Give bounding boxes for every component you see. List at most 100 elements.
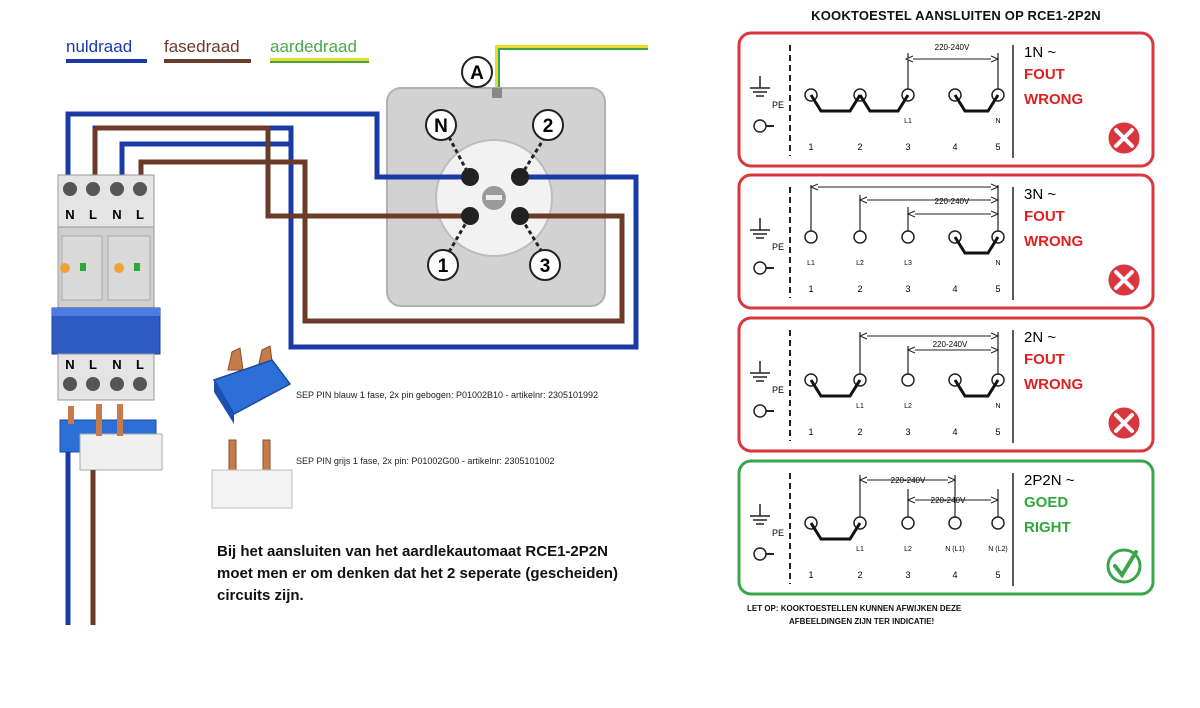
voltage-arrow-head-right (990, 332, 1000, 340)
socket-screw-slot (486, 195, 502, 200)
legend-neutral-label: nuldraad (66, 37, 133, 56)
badge-1 (427, 249, 459, 281)
terminal-number: 3 (905, 570, 910, 580)
status-label-en: RIGHT (1024, 519, 1071, 536)
voltage-arrow-head-left (858, 476, 868, 484)
badge-2-label: 2 (543, 116, 554, 137)
connection-card (737, 316, 1155, 453)
terminal-bridge (809, 94, 862, 113)
note-line: circuits zijn. (217, 587, 304, 604)
voltage-arrow-head-left (906, 496, 916, 504)
terminal-number: 2 (857, 142, 862, 152)
terminal-bridge (953, 236, 1000, 255)
terminal-circle (901, 230, 915, 244)
voltage-arrow-head-left (906, 210, 916, 218)
right-panel-title: KOOKTOESTEL AANSLUITEN OP RCE1-2P2N (811, 8, 1101, 23)
connection-card (737, 459, 1155, 596)
terminal-sublabel: N (L2) (988, 546, 1007, 553)
terminal-number: 5 (995, 427, 1000, 437)
voltage-arrow-head-left (858, 332, 868, 340)
terminal-number: 5 (995, 570, 1000, 580)
status-label-nl: FOUT (1024, 351, 1065, 368)
terminal-number: 1 (808, 570, 813, 580)
wire-neutral-1 (65, 111, 470, 180)
voltage-arrow-head-right (990, 55, 1000, 63)
legend-phase-label: fasedraad (164, 37, 240, 56)
breaker-top-label: L (136, 207, 144, 222)
leader-n (447, 136, 472, 178)
badge-a-label: A (470, 63, 484, 84)
breaker-bottom-label: N (112, 357, 121, 372)
breaker-blue-highlight (52, 308, 160, 316)
terminal-sublabel: L1 (856, 546, 864, 553)
legend-earth-line-green (270, 61, 369, 63)
wire-neutral-3 (119, 141, 291, 175)
terminal-number: 1 (808, 142, 813, 152)
breaker-screw (133, 377, 147, 391)
terminal-number: 2 (857, 284, 862, 294)
status-label-nl: GOED (1024, 494, 1068, 511)
legend-earth-line-yellow (270, 58, 369, 61)
terminal-sublabel: N (L1) (945, 546, 964, 553)
legend-neutral-line (66, 59, 147, 63)
terminal-circle (948, 516, 962, 530)
breaker-test-led (60, 263, 70, 273)
sep-pin-grey-image (211, 439, 293, 509)
status-label-en: WRONG (1024, 376, 1083, 393)
badge-2 (532, 109, 564, 141)
sep-pin-blue-image (212, 345, 292, 424)
terminal-bridge (809, 522, 862, 541)
check-icon-mark (1113, 550, 1138, 579)
cross-icon-mark (1114, 270, 1134, 290)
busbar-pin (68, 406, 74, 424)
terminal-bridge (858, 94, 910, 113)
pe-terminal (753, 547, 767, 561)
voltage-label: 220-240V (931, 496, 966, 505)
breaker-top-label: N (65, 207, 74, 222)
voltage-label: 220-240V (935, 197, 970, 206)
voltage-arrow-head-right (990, 496, 1000, 504)
terminal-number: 4 (952, 570, 957, 580)
breaker-status-led (80, 263, 86, 271)
supply-mode-label: 3N ~ (1024, 186, 1056, 203)
terminal-number: 4 (952, 142, 957, 152)
footnote-line: AFBEELDINGEN ZIJN TER INDICATIE! (789, 617, 935, 626)
breaker-bottom-label: L (136, 357, 144, 372)
terminal-sublabel: L1 (807, 260, 815, 267)
terminal-bridge (809, 379, 862, 398)
connection-card (737, 31, 1155, 168)
supply-mode-label: 1N ~ (1024, 44, 1056, 61)
pe-label: PE (772, 385, 784, 395)
breaker-bottom-housing (57, 353, 155, 401)
breaker-screw (63, 377, 77, 391)
terminal-circle (901, 516, 915, 530)
terminal-sublabel: L1 (904, 118, 912, 125)
cross-icon-mark (1114, 413, 1134, 433)
terminal-number: 5 (995, 284, 1000, 294)
footnote: LET OP: KOOKTOESTELLEN KUNNEN AFWIJKEN D… (747, 602, 961, 628)
terminal-number: 2 (857, 427, 862, 437)
breaker-top-label: N (112, 207, 121, 222)
terminal-circle (804, 230, 818, 244)
pe-label: PE (772, 242, 784, 252)
footnote-line: LET OP: KOOKTOESTELLEN KUNNEN AFWIJKEN D… (747, 604, 962, 613)
status-label-en: WRONG (1024, 233, 1083, 250)
terminal-number: 5 (995, 142, 1000, 152)
pe-terminal (753, 261, 767, 275)
status-label-nl: FOUT (1024, 66, 1065, 83)
voltage-arrow-head-right (990, 183, 1000, 191)
voltage-label: 220-240V (933, 340, 968, 349)
installation-note: Bij het aansluiten van het aardlekautoma… (217, 541, 687, 607)
terminal-number: 3 (905, 142, 910, 152)
earth-wire-stripe (498, 48, 648, 95)
terminal-sublabel: N (995, 403, 1000, 410)
supply-mode-label: 2N ~ (1024, 329, 1056, 346)
breaker-status-led (134, 263, 140, 271)
supply-mode-label: 2P2N ~ (1024, 472, 1075, 489)
legend-phase: fasedraad (164, 37, 240, 57)
wire-phase-2 (138, 159, 625, 324)
pe-terminal (753, 404, 767, 418)
terminal-sublabel: L2 (856, 260, 864, 267)
terminal-sublabel: L3 (904, 260, 912, 267)
voltage-arrow-head-right (990, 196, 1000, 204)
